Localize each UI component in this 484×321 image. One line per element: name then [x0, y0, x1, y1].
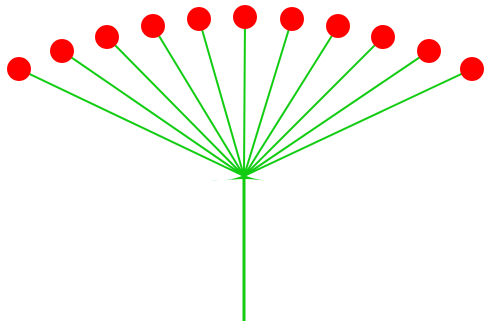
flower-head-11 — [460, 57, 484, 81]
flower-stalk-6 — [243, 16, 246, 177]
flower-stalk-3 — [106, 36, 245, 177]
flower-head-9 — [371, 25, 395, 49]
flower-head-5 — [187, 7, 211, 31]
flower-head-10 — [417, 39, 441, 63]
flower-head-8 — [326, 14, 350, 38]
flower-stalk-8 — [243, 25, 339, 177]
flower-head-1 — [7, 57, 31, 81]
flower-stalk-4 — [152, 25, 245, 177]
flower-stalk-5 — [198, 18, 245, 177]
flower-stalk-1 — [18, 68, 245, 177]
flower-head-4 — [141, 14, 165, 38]
flower-stalk-2 — [61, 50, 245, 177]
flower-stalks — [18, 16, 473, 177]
flower-heads — [7, 5, 484, 81]
flower-head-3 — [95, 25, 119, 49]
flower-stalk-11 — [243, 68, 473, 177]
flower-stalk-9 — [243, 36, 384, 177]
flower-head-2 — [50, 39, 74, 63]
flower-stalk-7 — [243, 18, 293, 177]
flower-head-7 — [280, 7, 304, 31]
flower-stalk-10 — [243, 50, 430, 177]
flower-head-6 — [233, 5, 257, 29]
